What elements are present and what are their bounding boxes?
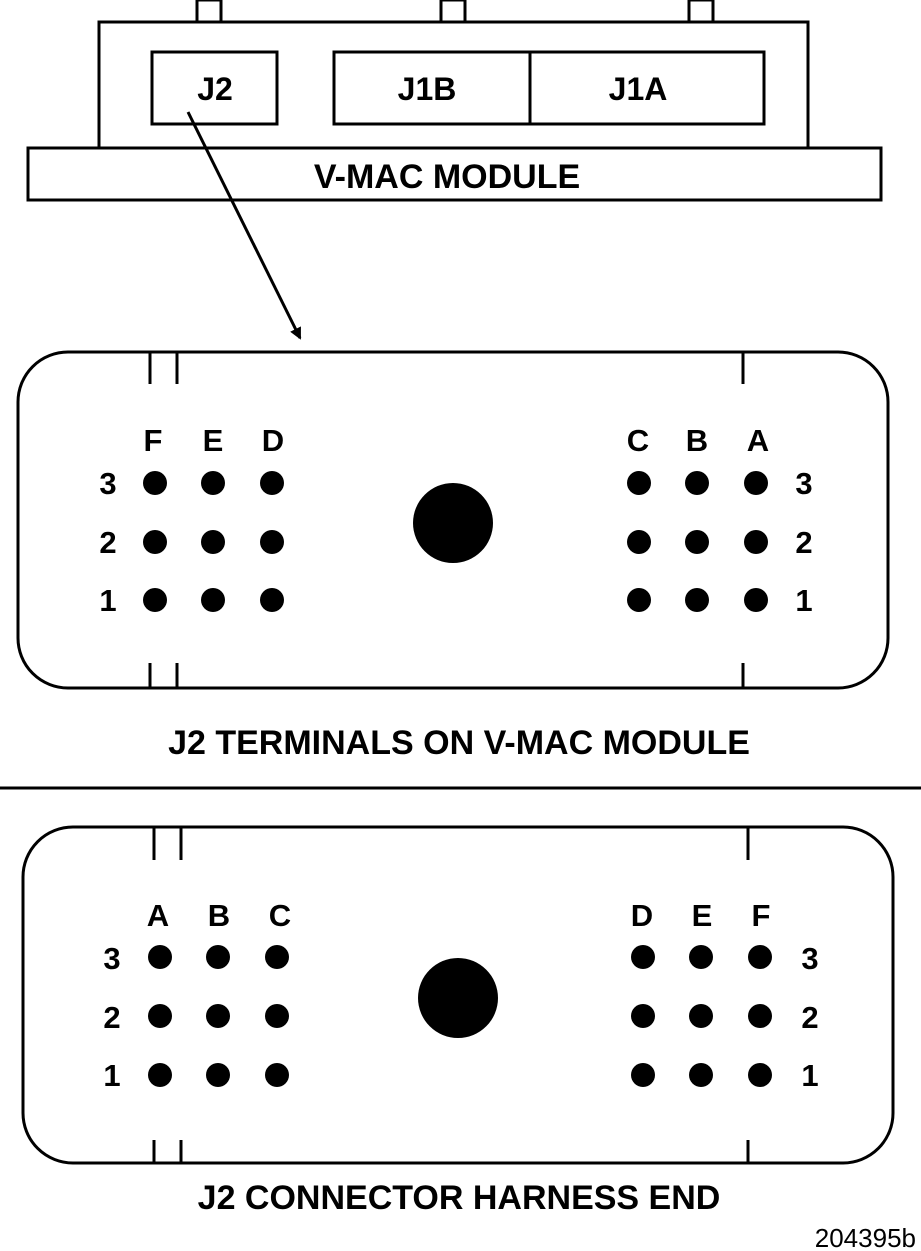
harness-col-label: F	[752, 898, 771, 933]
harness-pin	[689, 1063, 713, 1087]
terminals-col-label: E	[203, 423, 224, 458]
harness-row-label: 3	[103, 941, 120, 976]
harness-pin	[631, 945, 655, 969]
terminal-pin	[685, 471, 709, 495]
harness-pin	[631, 1004, 655, 1028]
harness-pin	[148, 1004, 172, 1028]
figure-id: 204395b	[815, 1223, 916, 1251]
harness-col-label: B	[208, 898, 230, 933]
terminals-col-label: C	[627, 423, 649, 458]
terminals-row-label: 3	[795, 466, 812, 501]
harness-row-label: 2	[103, 1000, 120, 1035]
terminal-pin	[260, 530, 284, 554]
harness-pin	[265, 945, 289, 969]
harness-pin	[689, 1004, 713, 1028]
terminal-pin	[685, 588, 709, 612]
terminal-pin	[201, 471, 225, 495]
connector-j1b-label: J1B	[398, 71, 457, 107]
terminals-col-label: A	[747, 423, 769, 458]
terminal-pin	[685, 530, 709, 554]
harness-pin	[265, 1063, 289, 1087]
harness-pin	[631, 1063, 655, 1087]
connector-j2-label: J2	[197, 71, 233, 107]
harness-col-label: E	[692, 898, 713, 933]
terminal-pin	[143, 588, 167, 612]
terminals-row-label: 1	[99, 583, 116, 618]
terminal-pin	[744, 471, 768, 495]
harness-caption: J2 CONNECTOR HARNESS END	[198, 1179, 721, 1217]
module-tab-right	[687, 0, 715, 24]
harness-pin	[206, 1063, 230, 1087]
harness-col-label: C	[269, 898, 291, 933]
module-tab-center	[439, 0, 467, 24]
terminal-pin	[143, 530, 167, 554]
harness-row-label: 1	[103, 1058, 120, 1093]
terminals-row-label: 2	[99, 525, 116, 560]
terminal-pin	[260, 471, 284, 495]
terminal-pin	[744, 588, 768, 612]
terminals-row-label: 1	[795, 583, 812, 618]
terminals-view: F E D C B A 3 2 1 3 2 1 J2 T	[16, 350, 890, 762]
terminals-caption: J2 TERMINALS ON V-MAC MODULE	[168, 724, 750, 762]
connector-j2-box	[150, 50, 279, 126]
terminal-pin	[201, 530, 225, 554]
harness-center-bolt	[418, 958, 498, 1038]
harness-pin	[748, 1004, 772, 1028]
module-tab-left	[195, 0, 223, 24]
vmac-module: J2 J1B J1A V-MAC MODULE	[26, 0, 883, 202]
harness-row-label: 2	[801, 1000, 818, 1035]
terminal-pin	[627, 530, 651, 554]
module-base	[26, 146, 883, 202]
terminal-pin	[627, 471, 651, 495]
harness-pin	[265, 1004, 289, 1028]
connector-j1a-label: J1A	[609, 71, 668, 107]
harness-row-label: 3	[801, 941, 818, 976]
harness-pin	[748, 945, 772, 969]
terminals-col-label: B	[686, 423, 708, 458]
terminals-row-label: 3	[99, 466, 116, 501]
harness-row-label: 1	[801, 1058, 818, 1093]
harness-pin	[689, 945, 713, 969]
module-title: V-MAC MODULE	[314, 158, 580, 196]
harness-pin	[206, 945, 230, 969]
harness-pin	[148, 1063, 172, 1087]
terminal-pin	[627, 588, 651, 612]
terminal-pin	[744, 530, 768, 554]
j2-pointer-arrow	[186, 111, 302, 340]
terminal-pin	[143, 471, 167, 495]
harness-col-label: A	[147, 898, 169, 933]
terminals-col-label: F	[144, 423, 163, 458]
harness-pin	[148, 945, 172, 969]
terminals-row-label: 2	[795, 525, 812, 560]
terminal-pin	[201, 588, 225, 612]
terminal-pin	[260, 588, 284, 612]
terminals-col-label: D	[262, 423, 284, 458]
harness-col-label: D	[631, 898, 653, 933]
harness-view: A B C D E F 3 2 1 3 2 1 J2 C	[21, 825, 895, 1217]
connector-j1a-box	[528, 50, 766, 126]
harness-pin	[748, 1063, 772, 1087]
harness-pin	[206, 1004, 230, 1028]
terminals-center-bolt	[413, 483, 493, 563]
